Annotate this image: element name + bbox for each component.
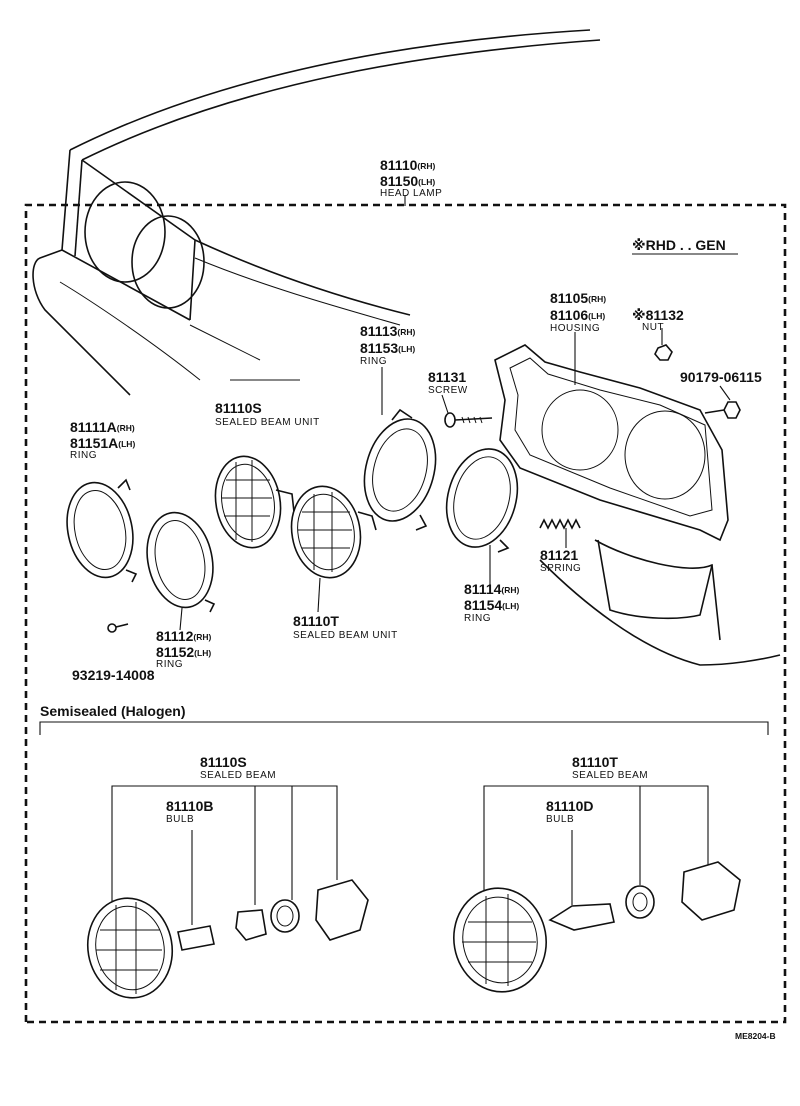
label-sealed-beam-t: 81110T SEALED BEAM UNIT: [293, 613, 398, 641]
label-housing-screw: 90179-06115: [680, 369, 762, 385]
label-nut: ※81132 NUT: [632, 307, 684, 333]
svg-text:BULB: BULB: [546, 814, 574, 825]
svg-text:NUT: NUT: [642, 322, 664, 333]
label-bulb-b: 81110B BULB: [166, 798, 214, 825]
svg-text:81110S: 81110S: [200, 754, 247, 770]
semisealed-right-group: [453, 785, 741, 993]
svg-text:SEALED BEAM UNIT: SEALED BEAM UNIT: [293, 630, 398, 641]
svg-text:81121: 81121: [540, 547, 578, 563]
assembly-boundary: [24, 203, 787, 1024]
svg-text:SEALED BEAM: SEALED BEAM: [200, 770, 276, 781]
svg-text:81110S: 81110S: [215, 400, 262, 416]
svg-text:81152(LH): 81152(LH): [156, 644, 211, 660]
svg-text:81105(RH): 81105(RH): [550, 290, 606, 306]
svg-text:SEALED BEAM UNIT: SEALED BEAM UNIT: [215, 417, 320, 428]
svg-text:81151A(LH): 81151A(LH): [70, 435, 135, 451]
svg-text:81110B: 81110B: [166, 798, 214, 814]
bolt-93219: [107, 623, 129, 633]
screw-81131: [444, 412, 493, 428]
svg-text:HOUSING: HOUSING: [550, 323, 600, 334]
semisealed-left-group: [86, 785, 369, 999]
headlamp-openings: [84, 181, 205, 309]
svg-text:SCREW: SCREW: [428, 385, 468, 396]
svg-text:RING: RING: [360, 356, 387, 367]
svg-text:RING: RING: [464, 613, 491, 624]
housing-81105: [494, 344, 729, 542]
svg-text:RING: RING: [70, 450, 97, 461]
semisealed-frame: [39, 721, 769, 735]
label-semi-s: 81110S SEALED BEAM: [200, 754, 276, 781]
label-outer-ring: 81113(RH) 81153(LH) RING: [360, 323, 415, 367]
ring-81112: [146, 511, 216, 613]
label-rhd-note: ※RHD . . GEN: [632, 237, 726, 253]
svg-text:81110T: 81110T: [293, 613, 339, 629]
svg-text:81150(LH): 81150(LH): [380, 173, 435, 189]
sealed-beam-81110t: [290, 485, 377, 579]
svg-text:81131: 81131: [428, 369, 466, 385]
svg-text:RING: RING: [156, 659, 183, 670]
svg-text:81111A(RH): 81111A(RH): [70, 419, 135, 435]
label-ring-b: 81112(RH) 81152(LH) RING: [156, 628, 211, 670]
svg-text:81114(RH): 81114(RH): [464, 581, 519, 597]
screw-90179: [704, 401, 741, 419]
label-diagram-code: ME8204-B: [735, 1031, 776, 1041]
ring-81111a: [66, 478, 138, 583]
svg-text:81112(RH): 81112(RH): [156, 628, 211, 644]
leader-lines-upper: [179, 195, 731, 631]
label-sealed-beam-s: 81110S SEALED BEAM UNIT: [215, 400, 320, 428]
label-bolt: 93219-14008: [72, 667, 155, 683]
label-semisealed-title: Semisealed (Halogen): [40, 703, 186, 719]
car-body-outline: [32, 29, 781, 666]
svg-text:81110T: 81110T: [572, 754, 618, 770]
label-semi-t: 81110T SEALED BEAM: [572, 754, 648, 781]
label-ring-a: 81111A(RH) 81151A(LH) RING: [70, 419, 135, 461]
label-bulb-d: 81110D BULB: [546, 798, 594, 825]
spring-81121: [539, 518, 581, 530]
svg-text:81110D: 81110D: [546, 798, 594, 814]
label-spring: 81121 SPRING: [540, 547, 581, 574]
svg-text:81106(LH): 81106(LH): [550, 307, 605, 323]
ring-81114: [445, 448, 519, 553]
label-head-lamp: 81110(RH) 81150(LH) HEAD LAMP: [380, 157, 442, 199]
svg-text:BULB: BULB: [166, 814, 194, 825]
svg-text:SEALED BEAM: SEALED BEAM: [572, 770, 648, 781]
svg-text:HEAD LAMP: HEAD LAMP: [380, 188, 442, 199]
svg-text:81113(RH): 81113(RH): [360, 323, 415, 339]
label-housing: 81105(RH) 81106(LH) HOUSING: [550, 290, 606, 334]
label-screw: 81131 SCREW: [428, 369, 468, 396]
sealed-beam-81110s: [214, 455, 295, 549]
ring-81113: [363, 408, 437, 531]
svg-text:81154(LH): 81154(LH): [464, 597, 519, 613]
svg-text:SPRING: SPRING: [540, 563, 581, 574]
svg-text:81110(RH): 81110(RH): [380, 157, 435, 173]
nut-81132: [654, 344, 673, 361]
svg-text:※81132: ※81132: [632, 307, 684, 323]
label-inner-ring: 81114(RH) 81154(LH) RING: [464, 581, 519, 624]
svg-text:81153(LH): 81153(LH): [360, 340, 415, 356]
